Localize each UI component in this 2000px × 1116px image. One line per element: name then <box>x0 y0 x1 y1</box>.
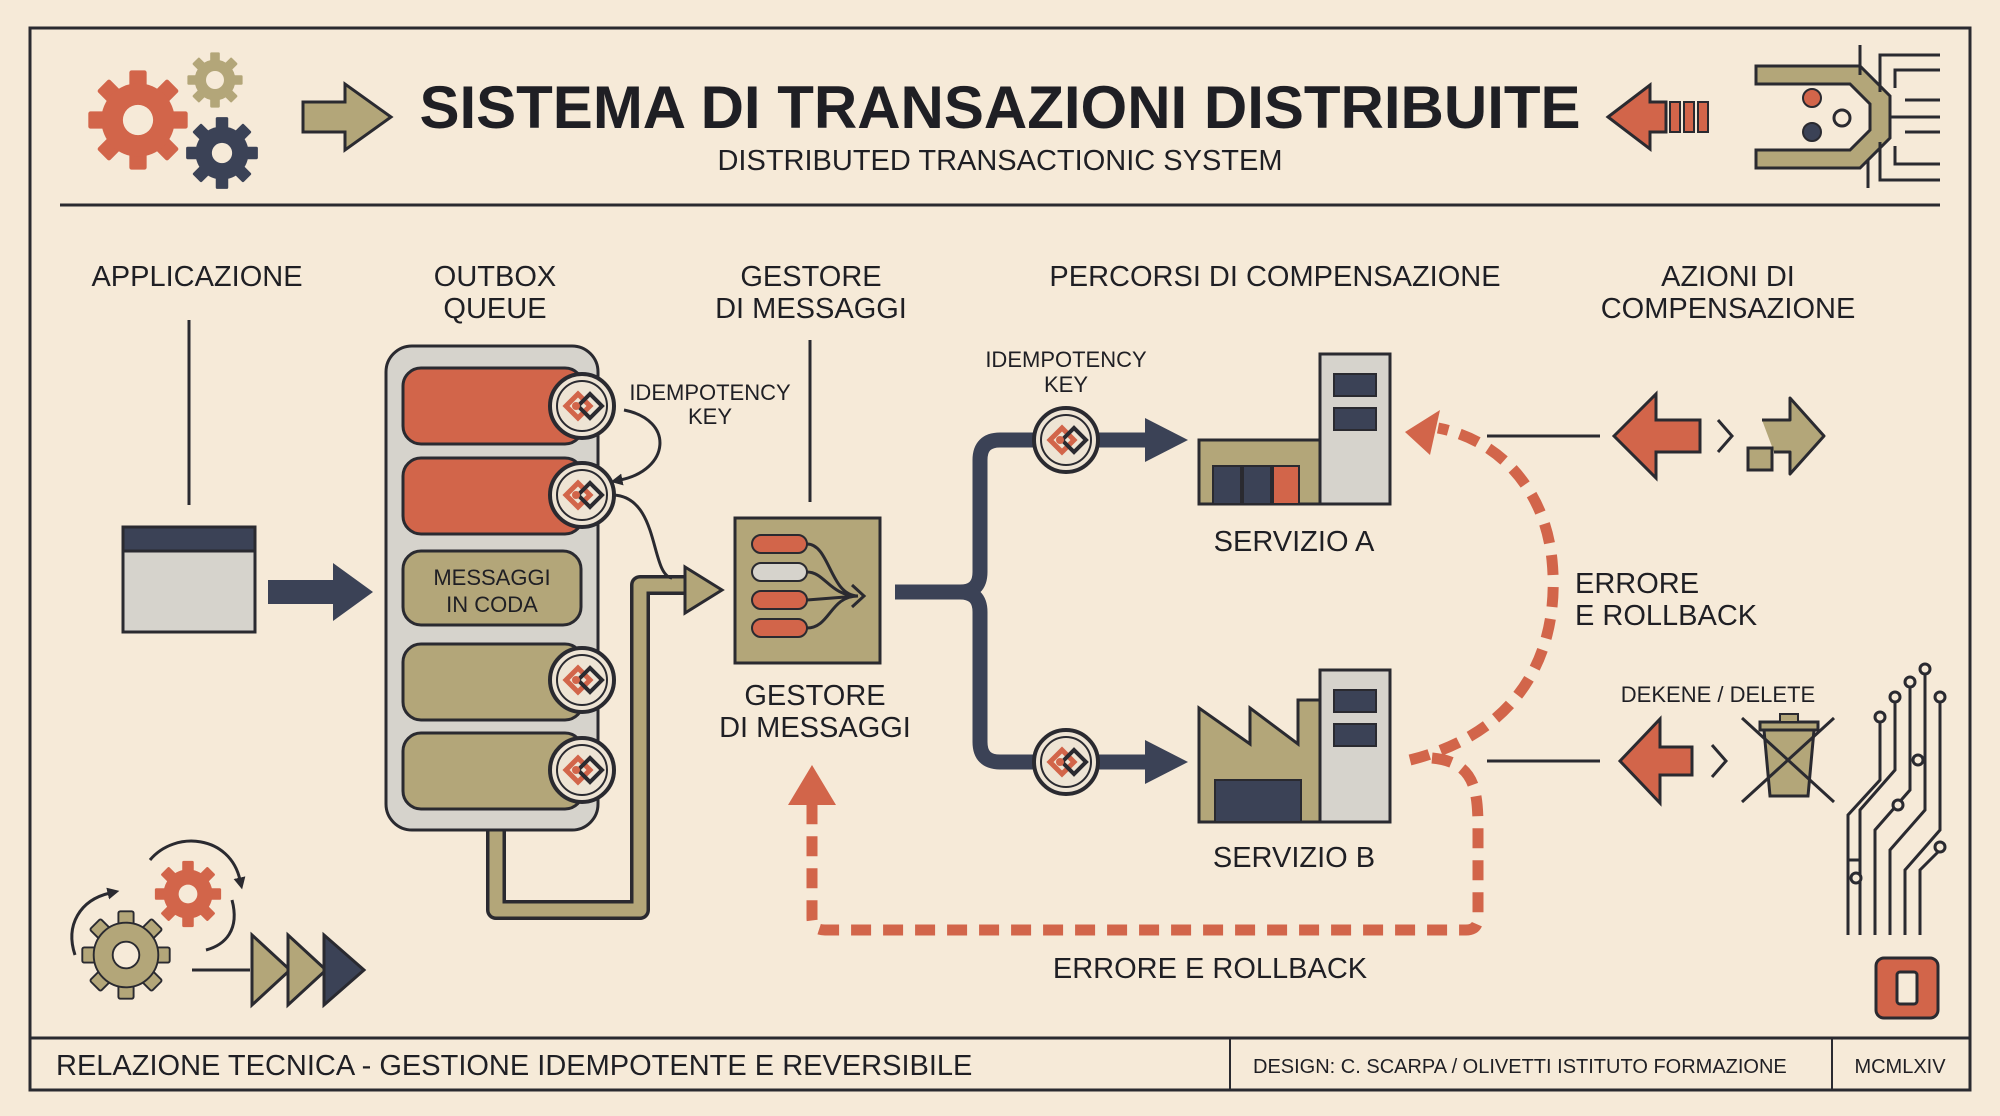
key-to-pipe-line <box>613 493 673 580</box>
chevron-right-icon <box>1716 419 1734 453</box>
rollback-label-right-line2: E ROLLBACK <box>1575 600 1758 632</box>
trash-bin-icon <box>1740 713 1836 804</box>
outer-frame <box>28 26 1972 1092</box>
route-to-service-a <box>895 432 1150 600</box>
rollback-arrowhead-a <box>1405 410 1440 455</box>
cycle-gears-icon <box>70 839 246 1000</box>
page-title: SISTEMA DI TRANSAZIONI DISTRIBUITE <box>419 74 1580 141</box>
header-arrow-left-icon <box>1605 81 1709 153</box>
header-arrow-right-icon <box>301 81 394 153</box>
heading-outbox-line1: OUTBOX <box>434 261 556 293</box>
heading-azioni-line1: AZIONI DI <box>1661 261 1795 293</box>
header-gears-icon <box>88 52 258 189</box>
rollback-path-b-to-a <box>1408 422 1559 766</box>
route-a-arrowhead <box>1145 418 1188 462</box>
route-key-icon-a <box>1034 408 1098 472</box>
idempotency-key-icon <box>550 374 614 438</box>
service-b-label: SERVIZIO B <box>1213 842 1375 874</box>
service-a-label: SERVIZIO A <box>1214 526 1375 558</box>
chevron-right-icon <box>1710 744 1728 778</box>
idempotency-key-icon <box>550 463 614 527</box>
route-key-icon-b <box>1034 730 1098 794</box>
outbox-queue <box>384 344 600 832</box>
outbox-pipe <box>489 578 697 917</box>
queued-label-line1: MESSAGGI <box>433 565 550 590</box>
outbox-idempotency-line1: IDEMPOTENCY <box>629 380 791 405</box>
rollback-path-to-broker <box>806 752 1484 936</box>
route-idempotency-line1: IDEMPOTENCY <box>985 347 1147 372</box>
rollback-label-right-line1: ERRORE <box>1575 568 1699 600</box>
broker-label-line2: DI MESSAGGI <box>719 712 911 744</box>
queue-slot-queued <box>401 549 583 627</box>
service-b-factory-icon <box>1197 668 1392 824</box>
heading-gestore-line1: GESTORE <box>740 261 881 293</box>
heading-percorsi: PERCORSI DI COMPENSAZIONE <box>1049 261 1500 293</box>
delete-action-label: DEKENE / DELETE <box>1621 682 1815 707</box>
circuit-board-icon <box>1754 45 1940 188</box>
rollback-label-bottom: ERRORE E ROLLBACK <box>1053 953 1368 985</box>
route-b-arrowhead <box>1145 740 1188 784</box>
route-to-service-b <box>959 584 1150 770</box>
queued-label-line2: IN CODA <box>446 592 538 617</box>
broker-label-line1: GESTORE <box>744 680 885 712</box>
swap-arrows-icon <box>1746 396 1826 476</box>
outbox-idempotency-line2: KEY <box>688 404 732 429</box>
heading-gestore-line2: DI MESSAGGI <box>715 293 907 325</box>
curved-arrow-key <box>610 408 662 486</box>
delete-arrow-icon <box>1617 715 1694 807</box>
circuit-traces-icon <box>1846 672 1942 935</box>
fast-forward-icon <box>250 931 367 1009</box>
application-window-icon <box>121 525 257 634</box>
olivetti-logo <box>1874 956 1940 1020</box>
idempotency-key-icon <box>550 648 614 712</box>
arrow-app-to-outbox <box>268 563 373 621</box>
footer-report-title: RELAZIONE TECNICA - GESTIONE IDEMPOTENTE… <box>56 1050 972 1082</box>
heading-azioni-line2: COMPENSAZIONE <box>1601 293 1856 325</box>
idempotency-key-icon <box>550 738 614 802</box>
rollback-arrowhead-broker <box>788 765 836 805</box>
service-a-building-icon <box>1197 352 1392 506</box>
message-broker-box <box>733 516 882 665</box>
heading-outbox-line2: QUEUE <box>443 293 546 325</box>
footer-credit: DESIGN: C. SCARPA / OLIVETTI ISTITUTO FO… <box>1253 1056 1787 1078</box>
heading-applicazione: APPLICAZIONE <box>91 261 302 293</box>
page-subtitle: DISTRIBUTED TRANSACTIONIC SYSTEM <box>717 145 1282 177</box>
footer-year: MCMLXIV <box>1854 1056 1946 1078</box>
pipe-arrowhead <box>683 564 725 616</box>
undo-arrow-icon <box>1611 390 1702 482</box>
circuit-nodes <box>1849 662 1947 885</box>
route-idempotency-line2: KEY <box>1044 372 1088 397</box>
